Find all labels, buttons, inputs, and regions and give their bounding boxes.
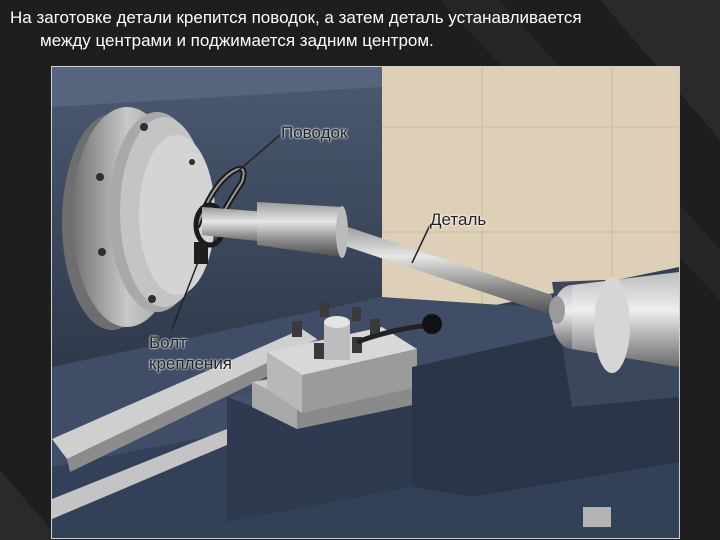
clamping-bolt [194,242,208,264]
label-bolt-line1: Болт [149,333,187,352]
label-dog: Поводок [281,123,348,142]
tool-post-screws [292,303,380,359]
label-bolt-line2: крепления [149,354,233,373]
caption-line-2: между центрами и поджимается задним цент… [40,31,434,50]
bed-guideway-upper [52,329,317,459]
tailstock [549,272,679,407]
lathe-illustration: Поводок Деталь Болт крепления [51,66,680,539]
lathe-drawing [52,67,679,538]
caption-line-1: На заготовке детали крепится поводок, а … [10,8,582,27]
wall-grid [382,67,679,327]
slide-caption: На заготовке детали крепится поводок, а … [10,6,710,52]
label-part: Деталь [430,210,487,229]
workpiece-shaft [202,202,552,315]
leader-lines [171,134,431,330]
